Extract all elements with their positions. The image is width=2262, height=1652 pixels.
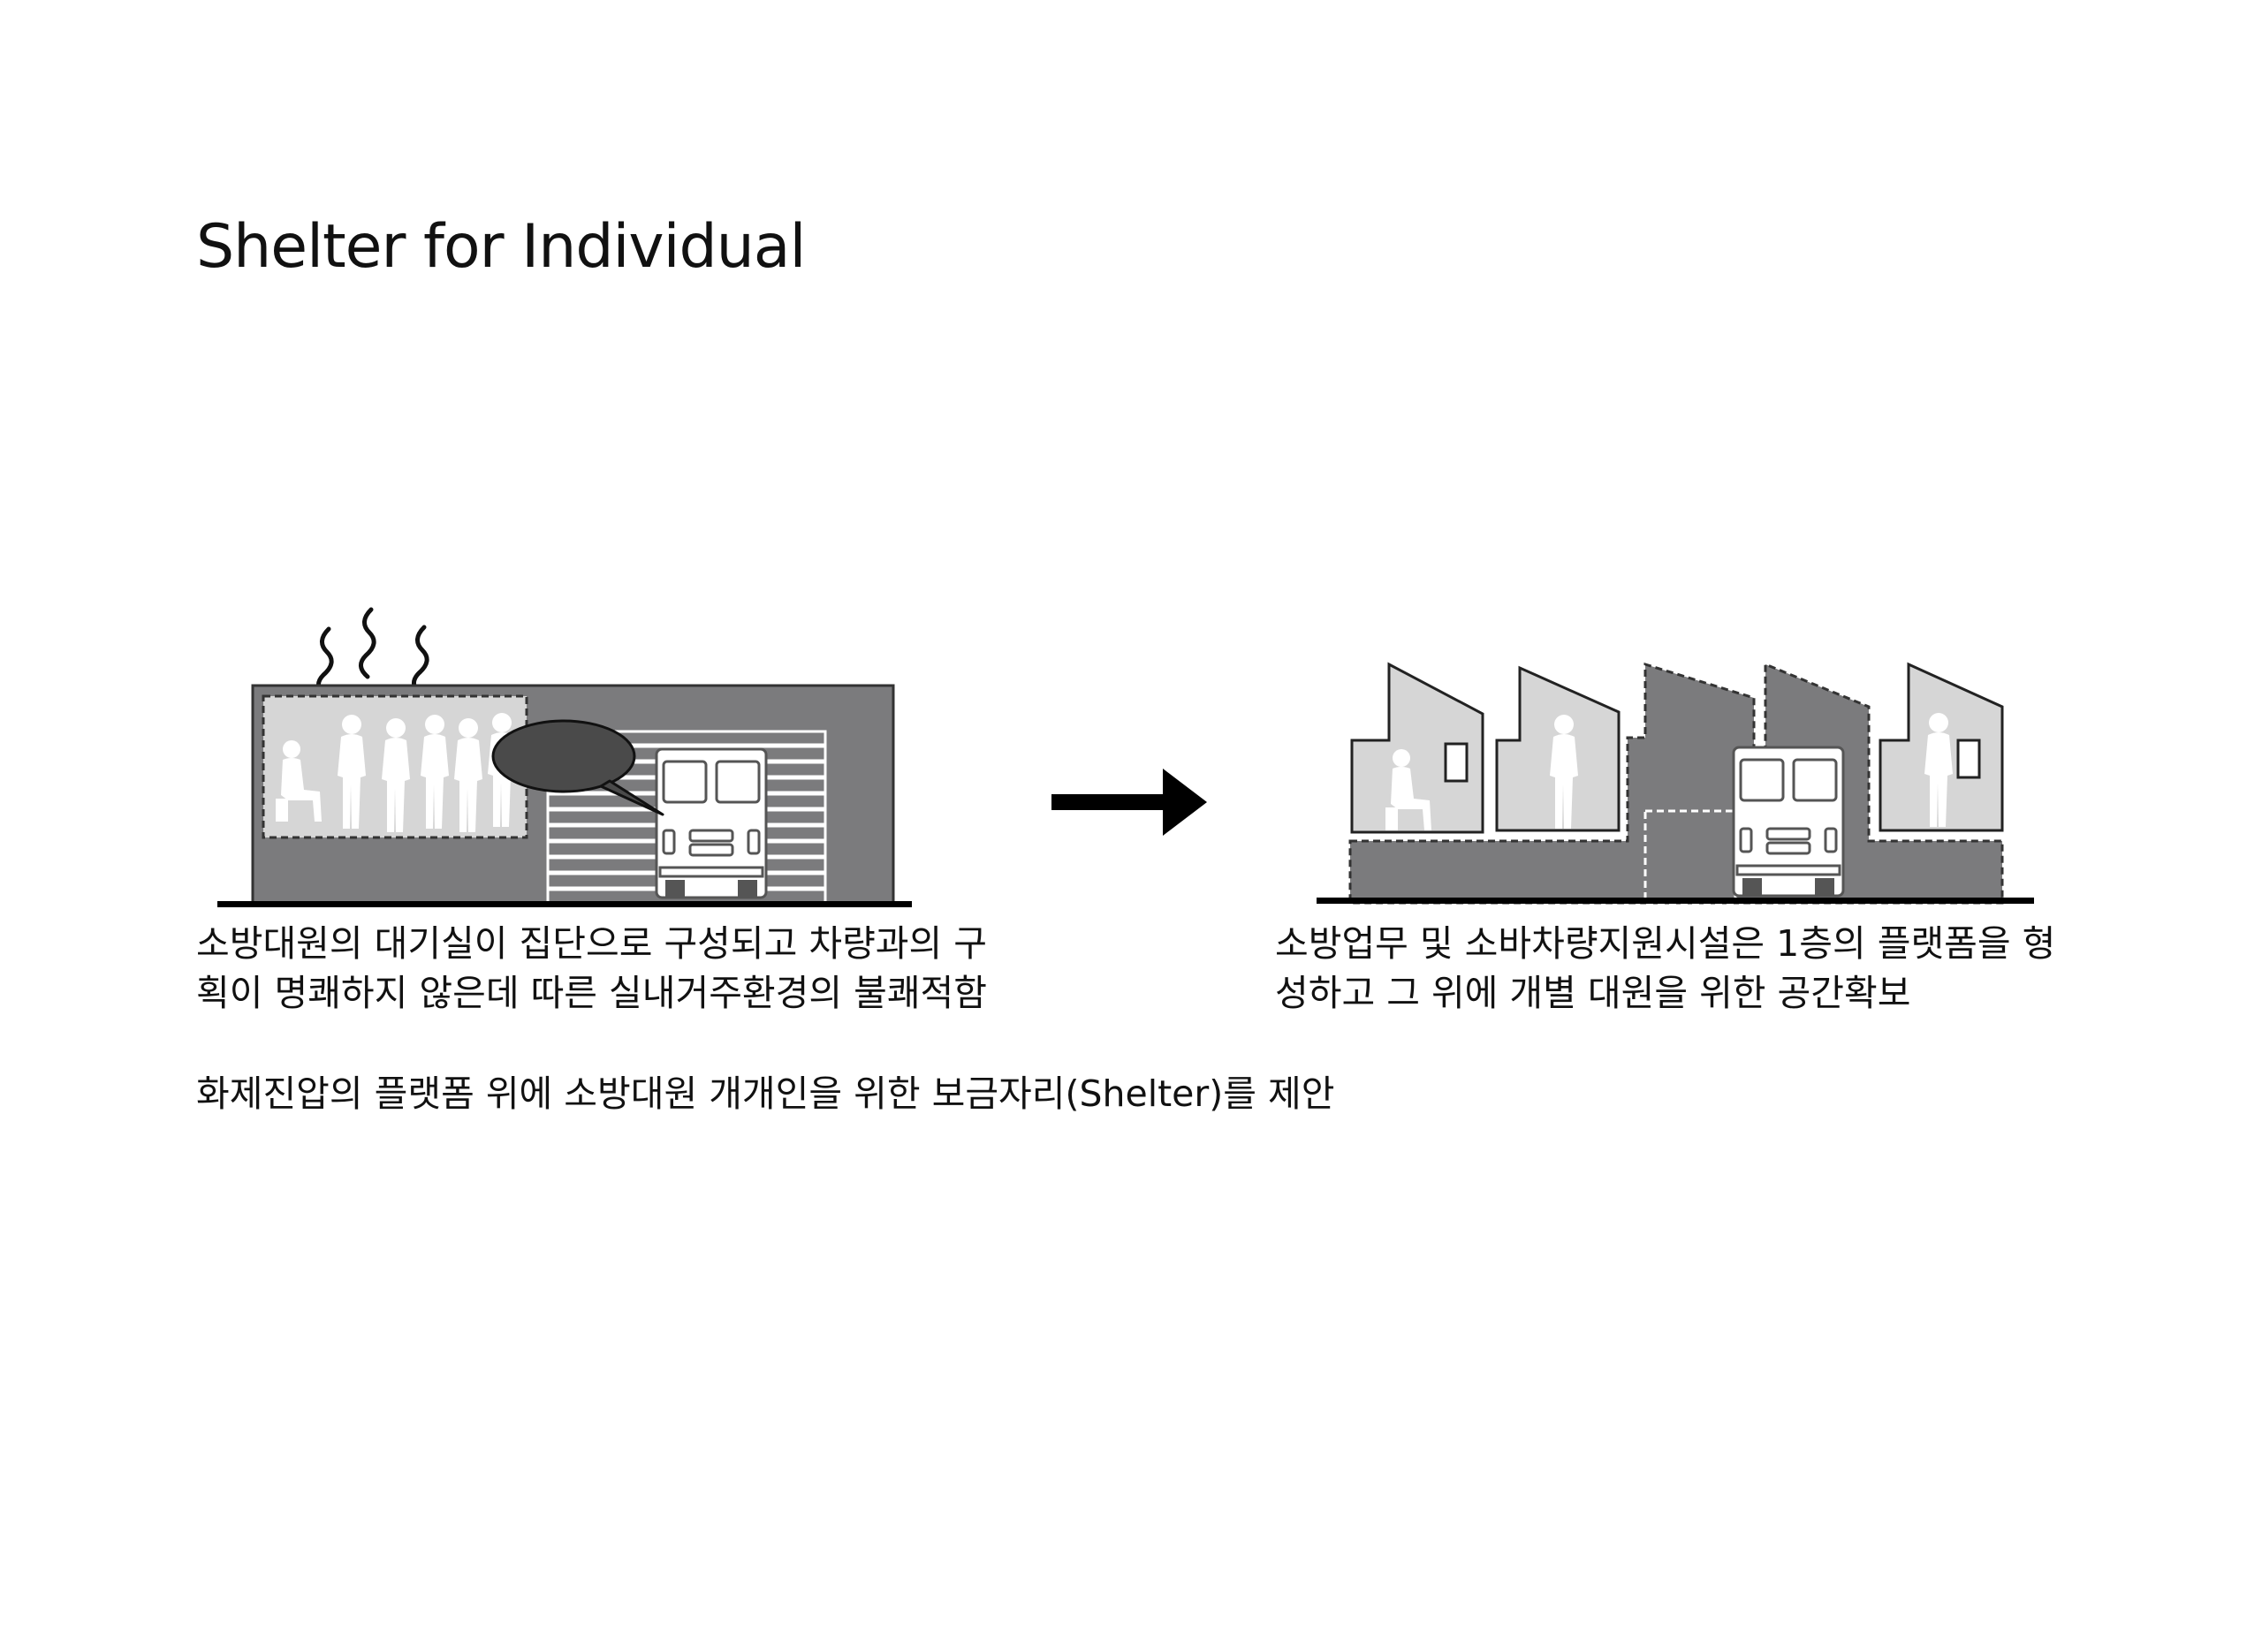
bottom-caption-line: 화제진압의 플랫폼 위에 소방대원 개개인을 위한 보금자리(Shelter)를…	[196, 1072, 1335, 1115]
speech-bubble-icon	[491, 719, 664, 816]
left-caption: 소방대원의 대기실이 집단으로 구성되고 차량과의 구 획이 명쾌하지 않은데 …	[196, 919, 987, 1018]
bottom-caption: 화제진압의 플랫폼 위에 소방대원 개개인을 위한 보금자리(Shelter)를…	[196, 1069, 1334, 1118]
left-ground-line	[217, 901, 912, 907]
page-title: Shelter for Individual	[196, 212, 806, 282]
left-caption-line-1: 소방대원의 대기실이 집단으로 구성되고 차량과의 구	[196, 922, 988, 965]
left-caption-line-2: 획이 명쾌하지 않은데 따른 실내거주환경의 불쾌적함	[196, 972, 988, 1014]
left-building-diagram	[217, 607, 912, 907]
right-ground-line	[1317, 898, 2034, 904]
shelter-unit-3	[1879, 662, 2004, 832]
fire-truck-icon	[1732, 746, 1845, 898]
right-caption: 소방업무 및 소바차량지원시설은 1층의 플랫폼을 형 성하고 그 위에 개별 …	[1275, 919, 2055, 1018]
shelter-unit-1	[1350, 662, 1484, 834]
right-building-diagram	[1317, 662, 2034, 905]
fire-truck-icon	[655, 747, 768, 899]
odor-squiggle-icon	[316, 607, 429, 699]
garage-bay	[1643, 809, 1737, 905]
right-caption-line-1: 소방업무 및 소바차량지원시설은 1층의 플랫폼을 형	[1275, 922, 2056, 965]
shelter-unit-2	[1495, 665, 1621, 832]
arrow-right-icon	[1051, 769, 1207, 836]
right-caption-line-2: 성하고 그 위에 개별 대원을 위한 공간확보	[1275, 972, 1911, 1014]
